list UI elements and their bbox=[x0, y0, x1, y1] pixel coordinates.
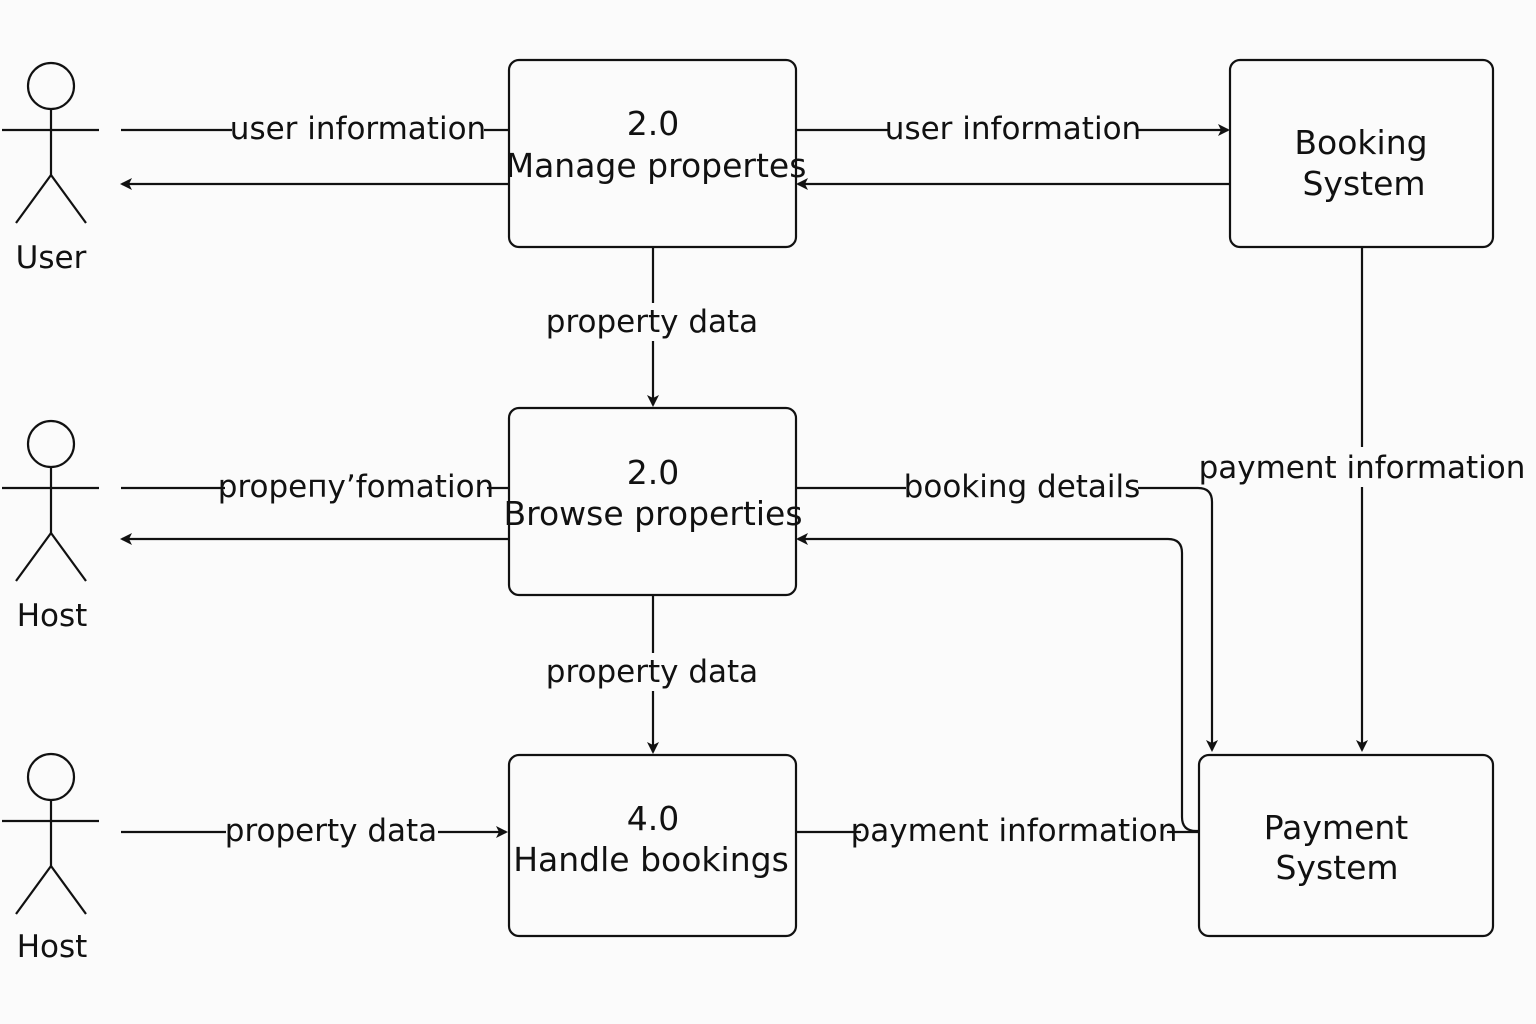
label-background bbox=[225, 466, 487, 506]
actor-leg-left bbox=[15, 174, 52, 224]
actor-head bbox=[26, 752, 76, 802]
system-name-line1: Payment bbox=[1264, 808, 1409, 847]
flow-label: user information bbox=[885, 111, 1141, 147]
flow-handle-to-payment: payment information bbox=[796, 810, 1199, 850]
process-number: 2.0 bbox=[627, 453, 679, 492]
actor-user: User bbox=[2, 61, 99, 276]
flow-label: property data bbox=[546, 654, 758, 690]
label-background bbox=[906, 466, 1138, 506]
label-background bbox=[547, 653, 757, 691]
system-name-line1: Booking bbox=[1294, 123, 1427, 162]
process-manage-properties: 2.0 Manage propertes bbox=[506, 58, 807, 249]
actor-head bbox=[26, 419, 76, 469]
actor-leg-right bbox=[50, 532, 87, 582]
actor-head bbox=[26, 61, 76, 111]
process-box bbox=[507, 753, 798, 938]
process-name: Manage propertes bbox=[506, 146, 807, 185]
payment-system: Payment System bbox=[1197, 753, 1495, 938]
actor-leg-right bbox=[50, 174, 87, 224]
flow-user-to-manage: user information bbox=[121, 108, 509, 148]
flow-browse-to-payment: booking details bbox=[796, 466, 1218, 752]
label-background bbox=[232, 108, 484, 148]
system-box bbox=[1197, 753, 1495, 938]
flow-label: property data bbox=[546, 304, 758, 340]
flow-host-to-handle: property data bbox=[121, 810, 508, 850]
flow-manage-to-browse: property data bbox=[545, 247, 759, 407]
process-number: 2.0 bbox=[627, 104, 679, 143]
label-background bbox=[545, 303, 759, 341]
actor-host-1: Host bbox=[2, 419, 99, 634]
flow-arrow bbox=[796, 486, 1218, 752]
label-background bbox=[226, 810, 438, 850]
process-name: Browse properties bbox=[503, 494, 802, 533]
flow-label: payment information bbox=[1199, 450, 1526, 486]
process-number: 4.0 bbox=[627, 799, 679, 838]
label-background bbox=[861, 810, 1167, 850]
flow-label: user information bbox=[230, 111, 486, 147]
actor-host-2: Host bbox=[2, 752, 99, 965]
process-handle-bookings: 4.0 Handle bookings bbox=[507, 753, 798, 938]
actor-leg-left bbox=[15, 532, 52, 582]
flow-arrow bbox=[796, 533, 1199, 833]
flow-label: property data bbox=[225, 813, 437, 849]
flow-manage-to-booking: user information bbox=[796, 108, 1230, 148]
flow-label: payment information bbox=[851, 813, 1178, 849]
label-background bbox=[890, 108, 1136, 148]
label-background bbox=[1210, 447, 1514, 487]
flow-browse-to-handle: property data bbox=[546, 595, 758, 754]
flow-payment-to-browse bbox=[796, 533, 1199, 833]
actor-leg-right bbox=[50, 865, 87, 915]
flow-label: booking details bbox=[904, 469, 1141, 505]
flow-host-to-browse: propeпy’fomation bbox=[121, 466, 509, 506]
system-name-line2: System bbox=[1275, 848, 1398, 887]
process-name: Handle bookings bbox=[513, 840, 789, 879]
booking-system: Booking System bbox=[1228, 58, 1495, 249]
flow-label: propeпy’fomation bbox=[218, 469, 494, 505]
actor-label: Host bbox=[17, 929, 88, 965]
actor-leg-left bbox=[15, 865, 52, 915]
flow-booking-to-payment: payment information bbox=[1199, 247, 1526, 752]
process-browse-properties: 2.0 Browse properties bbox=[503, 406, 803, 597]
actor-label: Host bbox=[17, 598, 88, 634]
actor-label: User bbox=[16, 240, 87, 276]
system-name-line2: System bbox=[1302, 164, 1425, 203]
